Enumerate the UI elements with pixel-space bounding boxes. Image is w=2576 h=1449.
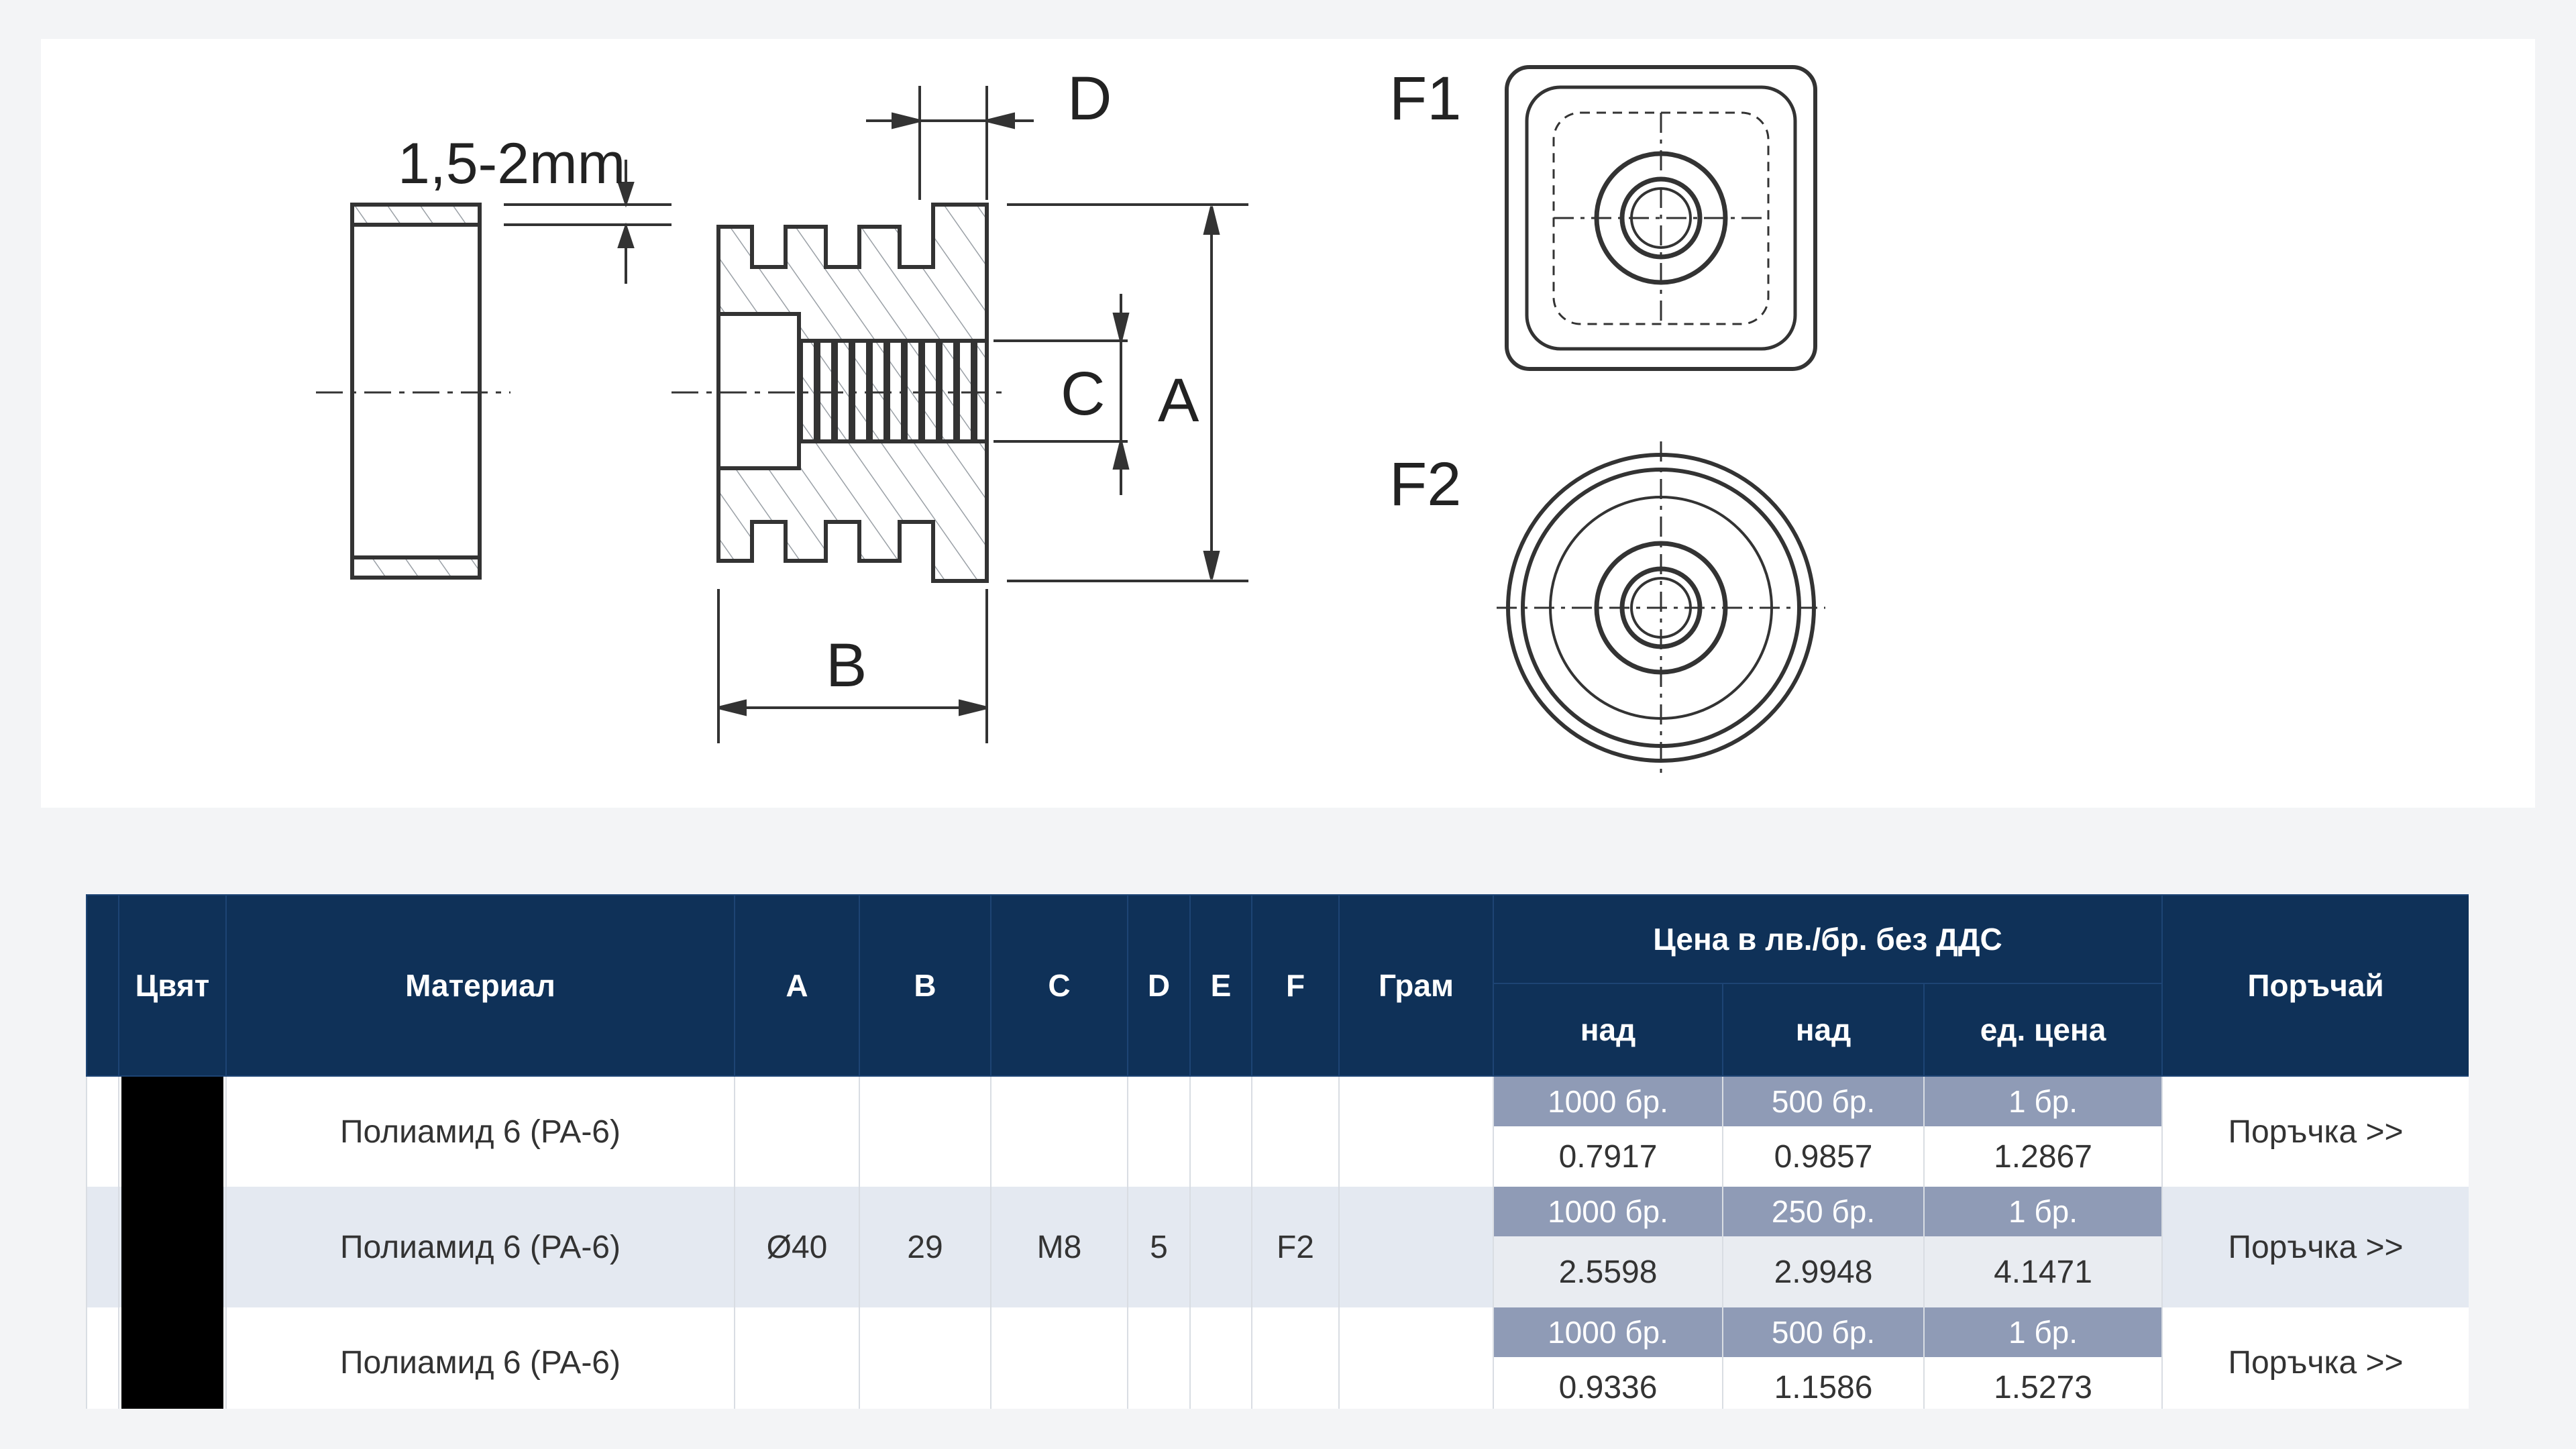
color-swatch [121,1187,223,1307]
drawing-svg: 1,5-2mm D C [316,64,1825,774]
cell-c [990,1307,1128,1409]
header-b: B [859,894,991,1077]
cell-gram [1338,1076,1494,1187]
cell-c [990,1076,1128,1187]
qty-tier-1: 1000 бр. [1493,1187,1723,1236]
color-swatch [121,1307,223,1409]
cell-f [1251,1307,1340,1409]
material-cell: Полиамид 6 (PA-6) [225,1307,735,1409]
color-swatch-cell [118,1307,227,1409]
cell-d [1127,1076,1191,1187]
f1-square-view [1505,65,1817,371]
cell-c: M8 [990,1187,1128,1307]
color-swatch-cell [118,1187,227,1307]
header-gram: Грам [1338,894,1494,1077]
qty-tier-2: 500 бр. [1722,1076,1925,1126]
header-price-group: Цена в лв./бр. без ДДС [1492,894,2163,984]
qty-tier-3: 1 бр. [1923,1307,2163,1357]
price-tier-1: 2.5598 [1493,1236,1723,1307]
price-tier-1: 0.9336 [1493,1357,1723,1409]
header-a: A [734,894,860,1077]
order-link[interactable]: Поръчка >> [2161,1076,2469,1187]
price-tier-1: 0.7917 [1493,1126,1723,1187]
spec-table: Цвят Материал A B C D E F Грам Цена в лв… [86,894,2469,1409]
price-tier-3: 4.1471 [1923,1236,2163,1307]
header-color: Цвят [118,894,227,1077]
d-dimension [866,86,1034,200]
order-link[interactable]: Поръчка >> [2161,1307,2469,1409]
cell-b [859,1076,991,1187]
qty-tier-3: 1 бр. [1923,1076,2163,1126]
price-tier-2: 0.9857 [1722,1126,1925,1187]
qty-tier-1: 1000 бр. [1493,1076,1723,1126]
cell-d: 5 [1127,1187,1191,1307]
a-label: A [1158,366,1199,435]
qty-tier-2: 500 бр. [1722,1307,1925,1357]
thickness-label: 1,5-2mm [398,131,625,196]
qty-tier-1: 1000 бр. [1493,1307,1723,1357]
thickness-dimension [504,160,672,284]
header-e: E [1189,894,1252,1077]
c-label: C [1061,360,1105,428]
c-dimension [994,294,1130,495]
f1-label: F1 [1389,64,1461,133]
a-dimension [1007,203,1248,582]
price-tier-3: 1.2867 [1923,1126,2163,1187]
cell-e [1189,1187,1252,1307]
price-tier-2: 1.1586 [1722,1357,1925,1409]
f2-round-view [1497,441,1825,774]
cell-gram [1338,1307,1494,1409]
cell-gram [1338,1187,1494,1307]
b-dimension [717,589,988,743]
table-row: Полиамид 6 (PA-6) Ø40 29 M8 5 F2 1000 бр… [86,1187,2469,1307]
qty-tier-2: 250 бр. [1722,1187,1925,1236]
header-order: Поръчай [2161,894,2469,1077]
material-cell: Полиамид 6 (PA-6) [225,1076,735,1187]
material-cell: Полиамид 6 (PA-6) [225,1187,735,1307]
d-label: D [1067,64,1112,133]
header-material: Материал [225,894,735,1077]
order-link[interactable]: Поръчка >> [2161,1187,2469,1307]
cell-d [1127,1307,1191,1409]
cell-a: Ø40 [734,1187,860,1307]
cell-b: 29 [859,1187,991,1307]
header-price-over-2: над [1722,983,1925,1077]
cell-e [1189,1076,1252,1187]
header-f: F [1251,894,1340,1077]
header-c: C [990,894,1128,1077]
plug-section-view [672,203,1007,583]
spec-table-wrapper: Цвят Материал A B C D E F Грам Цена в лв… [86,894,2469,1409]
header-price-over-1: над [1493,983,1723,1077]
table-row: Полиамид 6 (PA-6) 1000 бр. 500 бр. 1 бр.… [86,1076,2469,1187]
cell-b [859,1307,991,1409]
header-price-unit: ед. цена [1923,983,2163,1077]
price-tier-2: 2.9948 [1722,1236,1925,1307]
color-swatch-cell [118,1076,227,1187]
table-row: Полиамид 6 (PA-6) 1000 бр. 500 бр. 1 бр.… [86,1307,2469,1409]
cell-f: F2 [1251,1187,1340,1307]
sleeve-side-view [316,203,511,580]
f2-label: F2 [1389,450,1461,519]
b-label: B [826,631,867,700]
cell-a [734,1076,860,1187]
header-spacer [86,894,119,1077]
header-d: D [1127,894,1191,1077]
qty-tier-3: 1 бр. [1923,1187,2163,1236]
color-swatch [121,1077,223,1187]
price-tier-3: 1.5273 [1923,1357,2163,1409]
cell-f [1251,1076,1340,1187]
technical-drawing: 1,5-2mm D C [41,39,2535,808]
cell-e [1189,1307,1252,1409]
cell-a [734,1307,860,1409]
